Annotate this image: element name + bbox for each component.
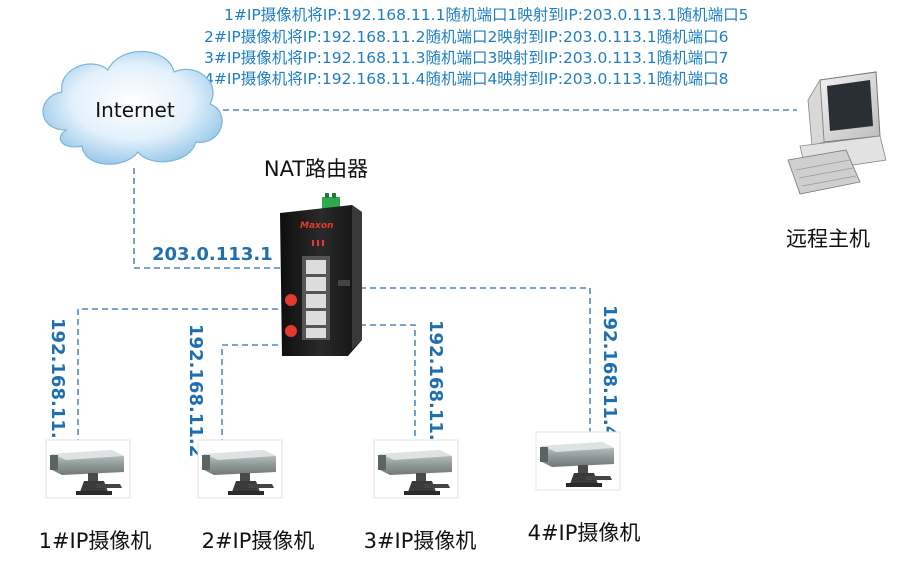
internet-router-link	[133, 168, 310, 269]
camera-1-ip: 192.168.11.1	[47, 318, 68, 451]
camera-4-ip: 192.168.11.4	[599, 305, 620, 438]
camera-1-label: 1#IP摄像机	[39, 529, 152, 553]
router-device-icon: Maxon	[280, 193, 362, 356]
router-wan-ip: 203.0.113.1	[152, 244, 273, 265]
camera-4: 192.168.11.4 4#IP摄像机	[528, 305, 641, 545]
ip-camera-icon	[535, 431, 621, 491]
camera-3-label: 3#IP摄像机	[364, 529, 477, 553]
camera2-link	[221, 344, 316, 445]
mapping-rule-1: 1#IP摄像机将IP:192.168.11.1随机端口1映射到IP:203.0.…	[224, 6, 748, 24]
ip-camera-icon	[45, 439, 131, 499]
mapping-rule-2: 2#IP摄像机将IP:192.168.11.2随机端口2映射到IP:203.0.…	[204, 28, 728, 46]
nat-router: NAT路由器 Maxon 203.0.113.1	[152, 157, 368, 356]
router-brand: Maxon	[300, 221, 333, 231]
router-label: NAT路由器	[264, 157, 368, 181]
ip-camera-icon	[373, 439, 459, 499]
desktop-computer-icon	[787, 71, 887, 195]
mapping-rule-4: 4#IP摄像机将IP:192.168.11.4随机端口4映射到IP:203.0.…	[204, 70, 728, 88]
camera-2-label: 2#IP摄像机	[202, 529, 315, 553]
camera1-link	[77, 308, 316, 445]
mapping-rule-3: 3#IP摄像机将IP:192.168.11.3随机端口3映射到IP:203.0.…	[204, 49, 728, 67]
camera-1: 192.168.11.1 1#IP摄像机	[39, 318, 152, 553]
camera4-link	[330, 287, 591, 436]
internet-label: Internet	[95, 98, 175, 122]
camera-4-label: 4#IP摄像机	[528, 521, 641, 545]
remote-host-label: 远程主机	[786, 227, 870, 251]
cloud-icon	[42, 50, 223, 165]
remote-host: 远程主机	[786, 71, 887, 251]
camera-3: 192.168.11.3 3#IP摄像机	[364, 320, 477, 553]
camera3-link	[330, 324, 416, 445]
camera-3-ip: 192.168.11.3	[425, 320, 446, 453]
internet-cloud: Internet	[42, 50, 223, 165]
camera-2: 192.168.11.2 2#IP摄像机	[185, 324, 314, 553]
camera-2-ip: 192.168.11.2	[185, 324, 206, 457]
ip-camera-icon	[197, 439, 283, 499]
mapping-rules: 1#IP摄像机将IP:192.168.11.1随机端口1映射到IP:203.0.…	[204, 6, 748, 88]
connection-lines	[77, 109, 797, 445]
